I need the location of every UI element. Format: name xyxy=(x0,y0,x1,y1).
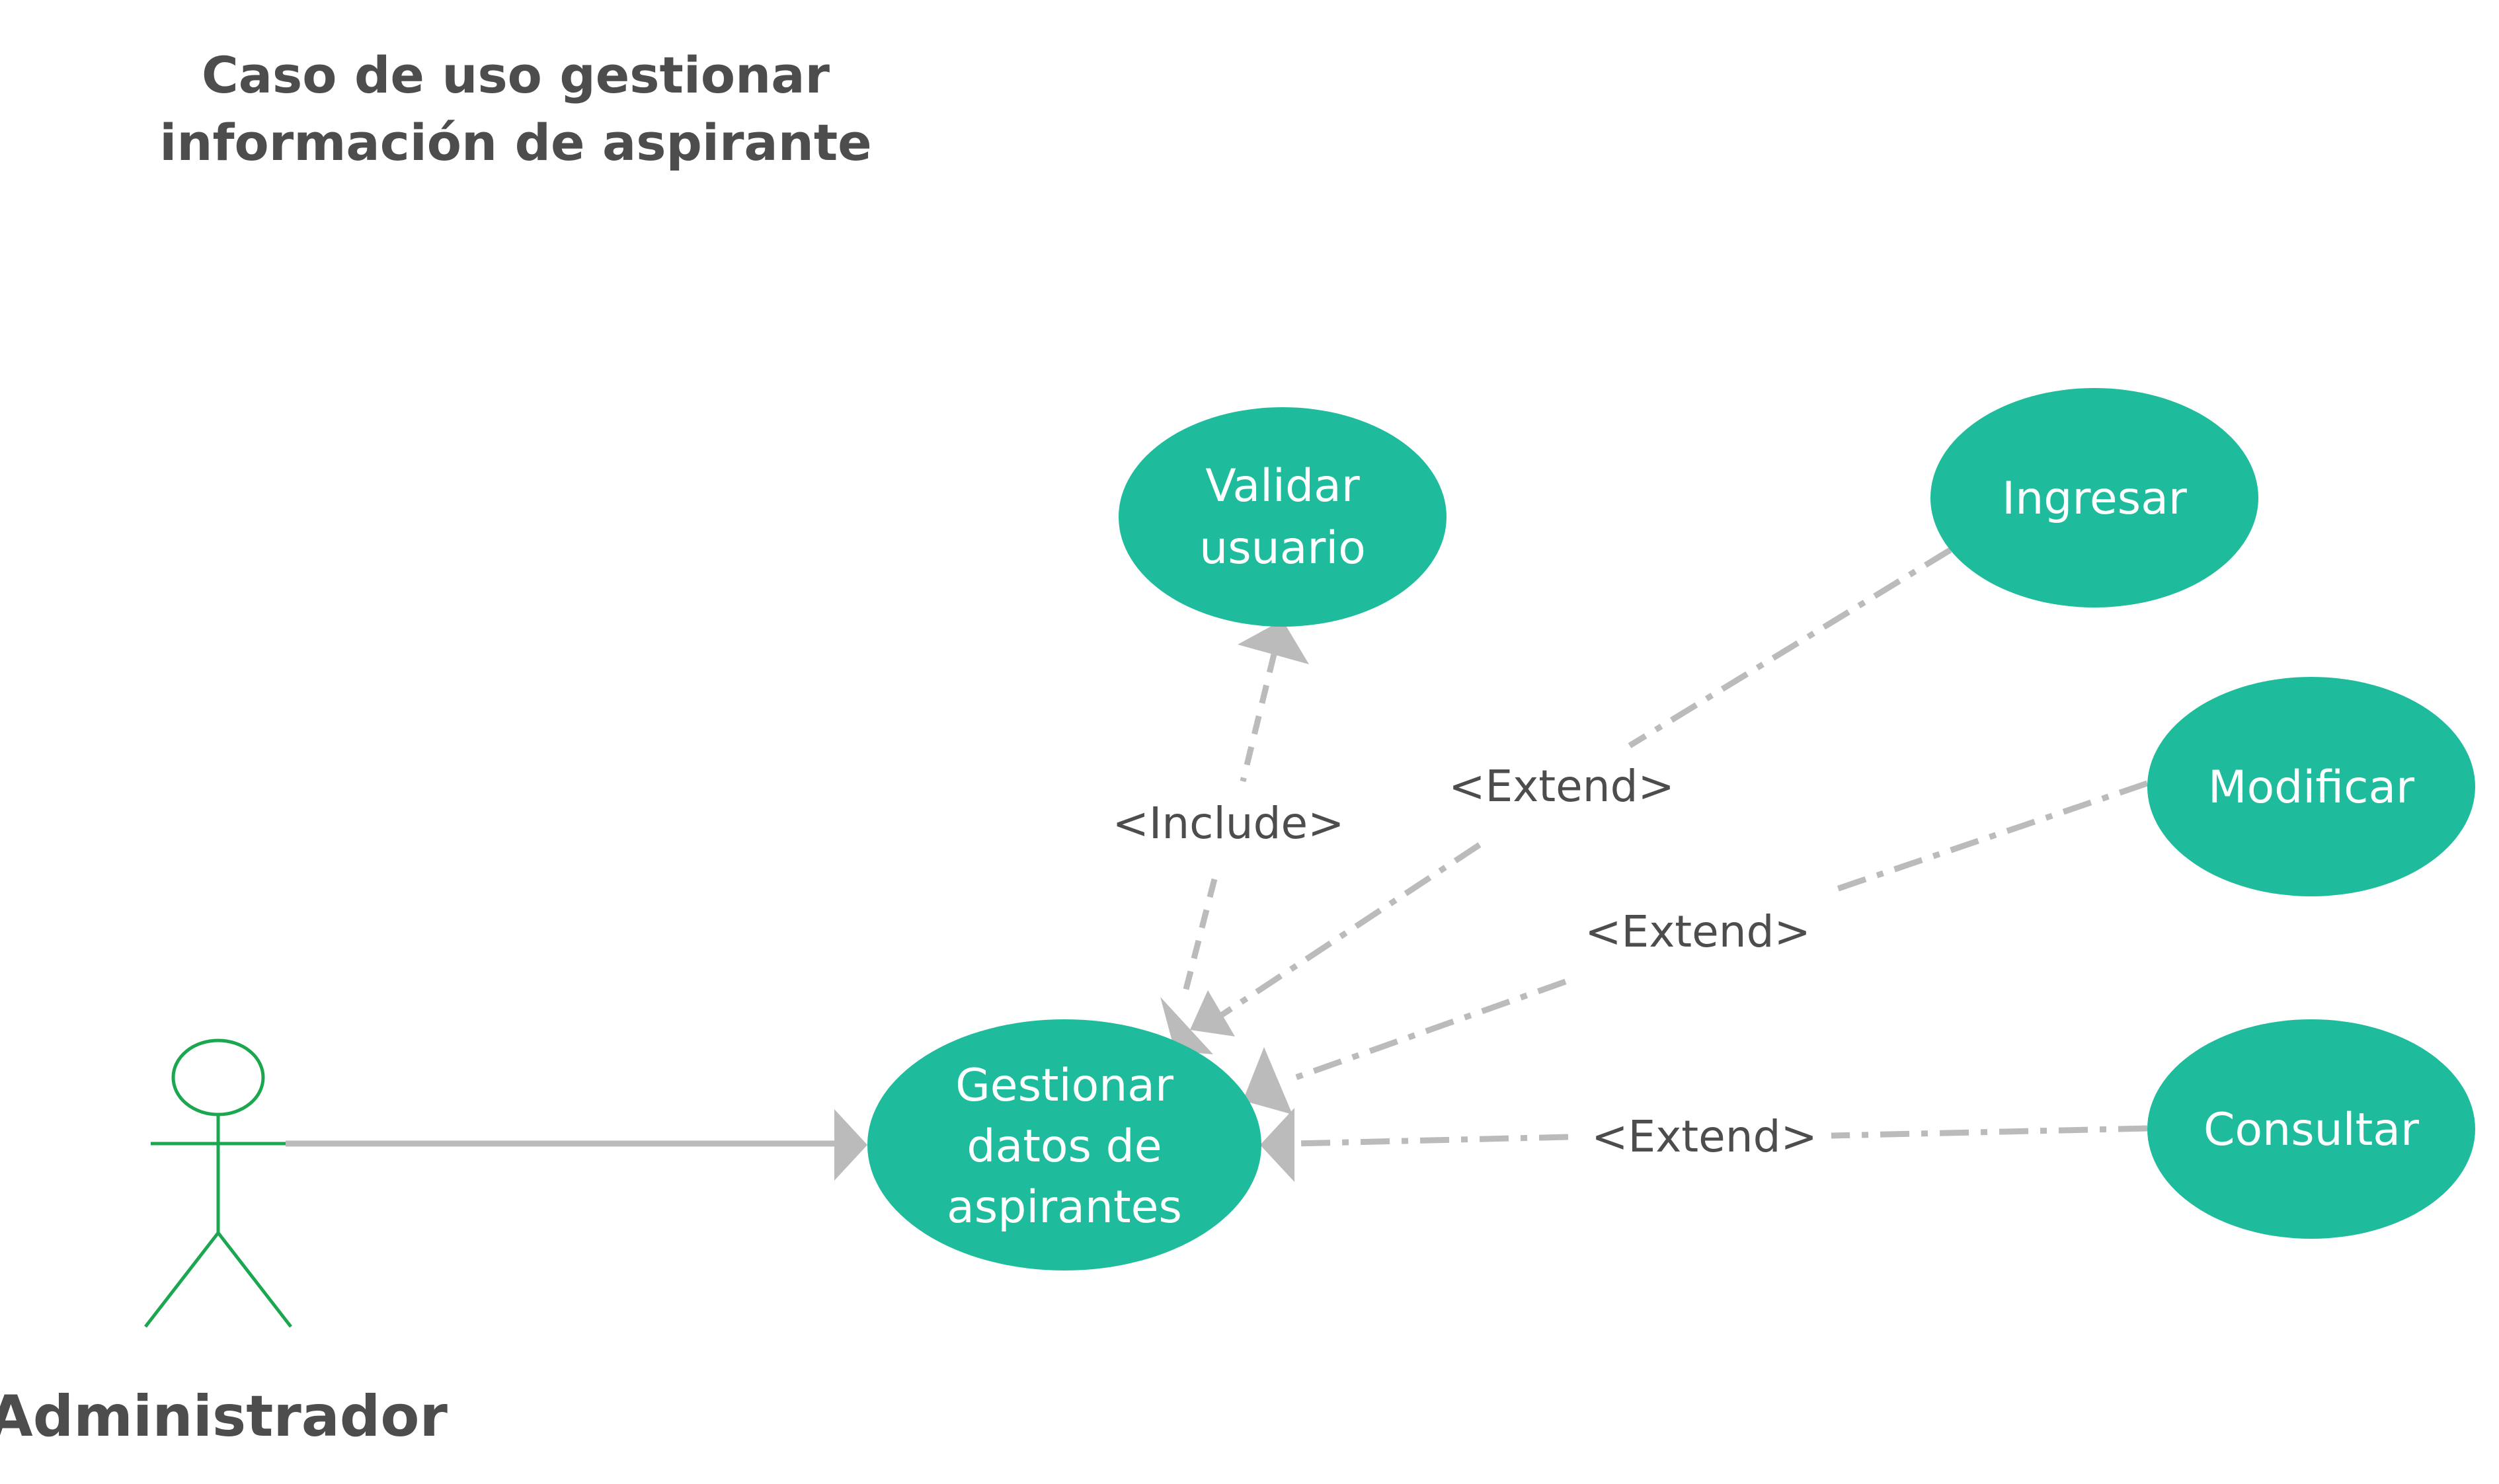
usecase-ingresar-shape xyxy=(1930,388,2258,607)
extend-ingresar-arrowhead xyxy=(1190,990,1235,1036)
usecase-gestionar-datos-aspirantes[interactable]: Gestionar datos de aspirantes xyxy=(867,1019,1261,1270)
usecase-validar-usuario-label-2: usuario xyxy=(1199,522,1366,574)
extend-modificar-arrowhead xyxy=(1243,1047,1292,1114)
association-arrowhead xyxy=(834,1109,867,1181)
usecase-validar-usuario[interactable]: Validar usuario xyxy=(1119,407,1447,627)
usecase-consultar[interactable]: Consultar xyxy=(2147,1019,2475,1239)
extend-modificar-line-lower xyxy=(1294,978,1567,1081)
include-arrowhead-bottom xyxy=(1160,997,1213,1054)
usecase-consultar-label: Consultar xyxy=(2203,1104,2419,1156)
include-line-upper xyxy=(1240,653,1277,783)
usecase-gestionar-label-2: datos de xyxy=(967,1120,1162,1173)
actor-administrador[interactable] xyxy=(144,1038,292,1328)
include-arrowhead-top xyxy=(1238,620,1309,664)
usecase-modificar-label: Modificar xyxy=(2208,762,2414,814)
actor-head xyxy=(171,1038,265,1116)
actor-left-leg xyxy=(144,1231,219,1328)
usecase-consultar-shape xyxy=(2147,1019,2475,1239)
extend-ingresar-line-upper xyxy=(1628,547,1952,748)
usecase-gestionar-label-1: Gestionar xyxy=(955,1060,1173,1112)
usecase-ingresar-label: Ingresar xyxy=(2002,473,2187,525)
usecase-validar-usuario-label-1: Validar xyxy=(1205,460,1360,512)
actor-label: Administrador xyxy=(0,1384,448,1450)
extend-consultar-line-right xyxy=(1831,1125,2148,1139)
extend-consultar-arrowhead xyxy=(1260,1108,1294,1182)
diagram-title-line-1: Caso de uso gestionar xyxy=(202,46,830,104)
include-label: <Include> xyxy=(1113,798,1345,849)
actor-right-leg xyxy=(217,1231,292,1328)
extend-ingresar-label: <Extend> xyxy=(1448,761,1675,812)
usecase-validar-usuario-shape xyxy=(1119,407,1447,627)
extend-consultar-label: <Extend> xyxy=(1591,1111,1817,1162)
extend-ingresar-line-lower xyxy=(1213,842,1482,1022)
usecase-modificar-shape xyxy=(2147,677,2475,896)
usecase-gestionar-label-3: aspirantes xyxy=(947,1181,1182,1233)
usecase-modificar[interactable]: Modificar xyxy=(2147,677,2475,896)
extend-modificar-line-upper xyxy=(1835,780,2149,892)
usecase-ingresar[interactable]: Ingresar xyxy=(1930,388,2258,607)
usecase-gestionar-shape xyxy=(867,1019,1261,1270)
extend-modificar-label: <Extend> xyxy=(1585,906,1811,957)
extend-consultar-line-left xyxy=(1295,1134,1569,1147)
include-line-lower xyxy=(1180,878,1218,1001)
diagram-title-line-2: información de aspirante xyxy=(159,113,871,172)
